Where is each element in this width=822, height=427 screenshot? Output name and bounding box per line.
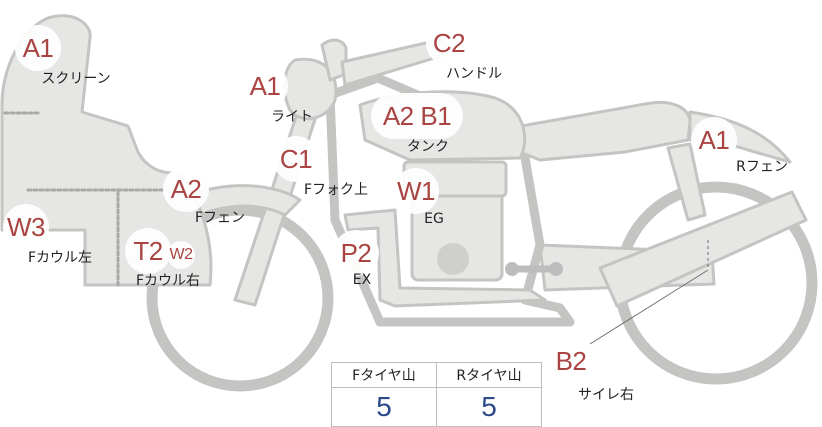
engine-label: EG — [424, 211, 444, 227]
exhaust-label: EX — [352, 272, 372, 288]
muffler-right-label: サイレ右 — [578, 387, 634, 403]
rear-tread-header: Rタイヤ山 — [436, 362, 542, 388]
rear-fender-code: A1 — [691, 117, 737, 163]
engine-cover — [437, 243, 469, 275]
handlebar-code: C2 — [426, 20, 472, 66]
front-tread-header: Fタイヤ山 — [331, 362, 437, 388]
front-tread-value: 5 — [331, 387, 437, 427]
muffler — [598, 190, 808, 308]
table-header-row: Fタイヤ山 Rタイヤ山 — [331, 362, 542, 388]
tank-label: タンク — [407, 139, 449, 155]
front-cowl-right-label: Fカウル右 — [135, 273, 201, 289]
front-cowl-right-sub-code: W2 — [167, 241, 195, 269]
muffler-leader-line — [589, 269, 709, 345]
front-fork-code: C1 — [273, 136, 319, 182]
handlebar-label: ハンドル — [446, 66, 502, 82]
engine-code: W1 — [393, 168, 439, 214]
rear-shock — [666, 142, 707, 222]
table-row: 5 5 — [331, 387, 542, 427]
rear-tread-value: 5 — [436, 387, 542, 427]
front-fork-label: Fフォク上 — [303, 182, 369, 198]
exhaust-pipe — [343, 208, 547, 308]
front-wheel — [146, 204, 334, 392]
headlight-label: ライト — [271, 109, 313, 125]
exhaust-code: P2 — [333, 230, 379, 276]
front-cowl-right-code: T2 — [125, 228, 171, 274]
tank-code: A2 B1 — [371, 93, 463, 139]
muffler-right-code: B2 — [548, 338, 594, 384]
headlight-code: A1 — [242, 63, 288, 109]
front-fender-label: Fフェン — [194, 210, 246, 226]
windscreen-code: A1 — [15, 25, 61, 71]
front-cowl-left-code: W3 — [3, 204, 49, 250]
seat — [508, 101, 692, 162]
windscreen-label: スクリーン — [41, 71, 111, 87]
front-fender-code: A2 — [163, 166, 209, 212]
tire-tread-table: Fタイヤ山 Rタイヤ山 5 5 — [331, 362, 542, 427]
rear-fender-label: Rフェン — [736, 159, 788, 175]
front-cowl-left-label: Fカウル左 — [27, 250, 93, 266]
